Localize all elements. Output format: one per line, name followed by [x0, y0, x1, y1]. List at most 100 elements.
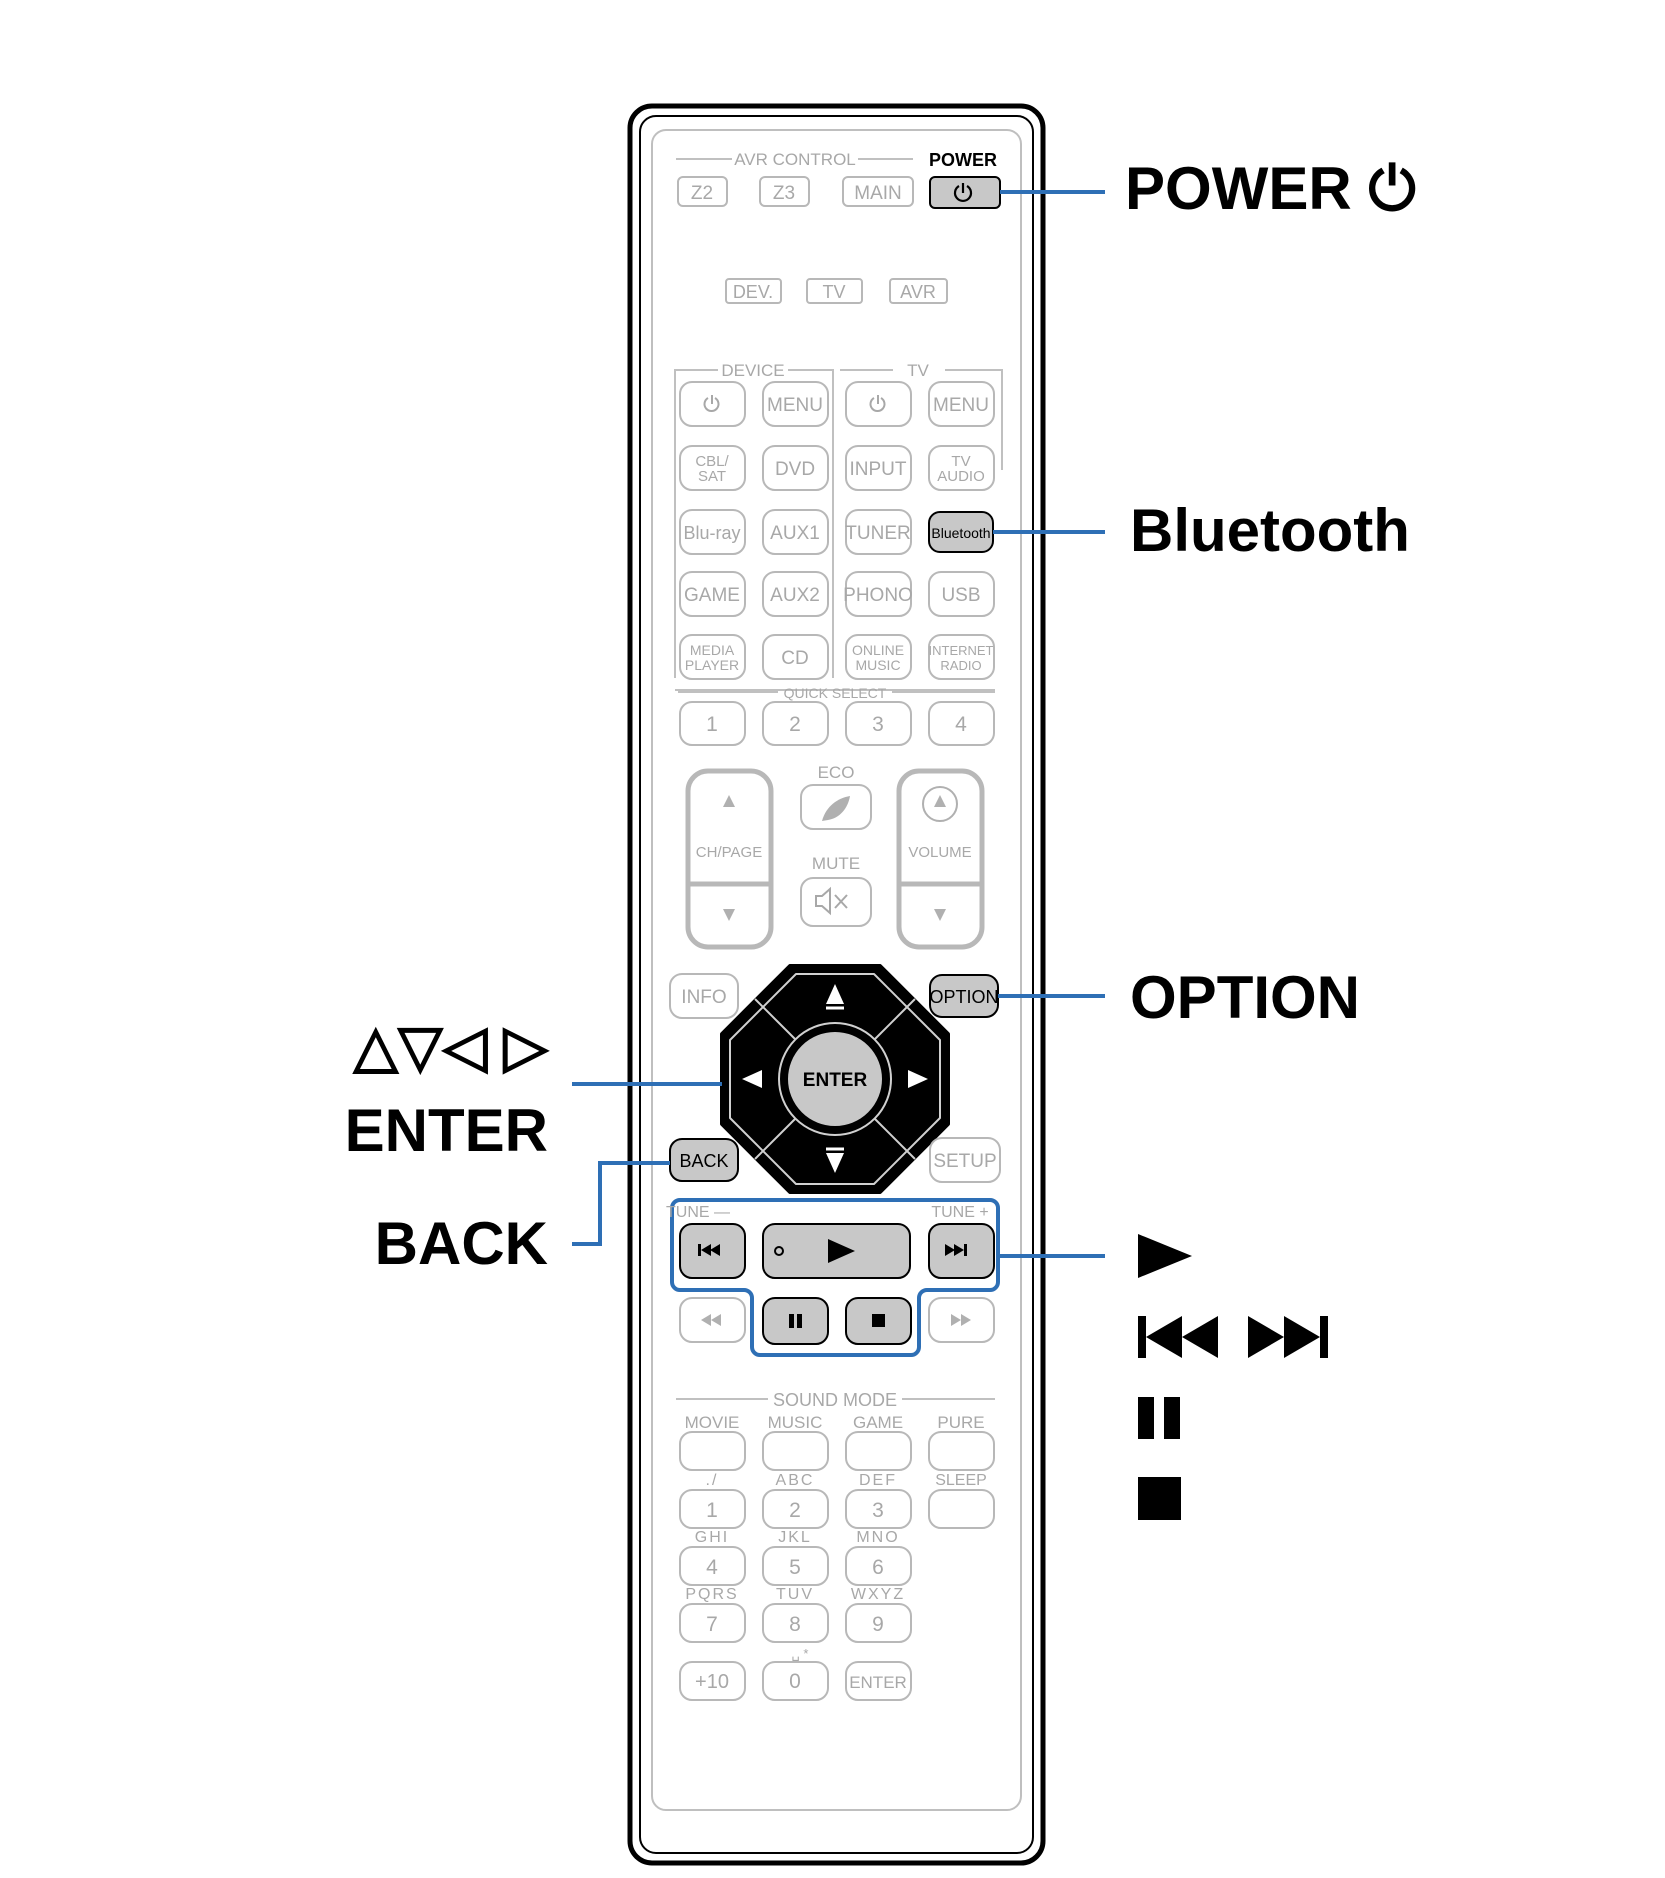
- mute-icon: [815, 886, 848, 916]
- game-button[interactable]: GAME: [679, 571, 746, 617]
- quick-select-1-button[interactable]: 1: [679, 701, 746, 746]
- callout-stop-icon: [1138, 1477, 1181, 1520]
- aux1-button[interactable]: AUX1: [762, 509, 829, 555]
- tv-section-label: TV: [907, 361, 929, 380]
- keypad-1-button[interactable]: ./1: [679, 1472, 746, 1529]
- aux2-label: AUX2: [770, 585, 820, 606]
- zero-button[interactable]: 0: [762, 1661, 829, 1701]
- power-button[interactable]: [929, 176, 1001, 209]
- music-button[interactable]: [762, 1431, 829, 1471]
- keypad-letters: GHI: [695, 1529, 729, 1546]
- input-button[interactable]: INPUT: [845, 445, 912, 491]
- main-button[interactable]: MAIN: [842, 176, 914, 207]
- callout-arrows: △▽◁ ▷: [351, 1014, 550, 1079]
- internet-radio-label-2: RADIO: [940, 658, 981, 673]
- usb-label: USB: [941, 585, 980, 606]
- music-label: MUSIC: [768, 1413, 823, 1432]
- movie-button[interactable]: [679, 1431, 746, 1471]
- rewind-button[interactable]: [679, 1297, 746, 1343]
- dvd-button[interactable]: DVD: [762, 445, 829, 491]
- dpad-right-icon[interactable]: [908, 1070, 928, 1088]
- keypad-digit: 7: [706, 1613, 718, 1636]
- avr-button[interactable]: AVR: [889, 278, 948, 304]
- eco-label: ECO: [818, 763, 855, 782]
- back-button[interactable]: BACK: [669, 1138, 739, 1182]
- usb-button[interactable]: USB: [928, 571, 995, 617]
- tv-audio-label-1: TV: [951, 453, 970, 470]
- dev-label: DEV.: [733, 282, 773, 302]
- leaf-icon: [822, 796, 850, 821]
- stop-button[interactable]: [845, 1297, 912, 1345]
- dpad-down-icon[interactable]: [826, 1153, 844, 1173]
- device-menu-button[interactable]: MENU: [762, 381, 829, 427]
- bluetooth-button[interactable]: Bluetooth: [928, 511, 994, 553]
- phono-button[interactable]: PHONO: [843, 571, 913, 617]
- volume-label: VOLUME: [908, 844, 971, 861]
- z3-button[interactable]: Z3: [759, 176, 810, 207]
- tv-menu-button[interactable]: MENU: [928, 381, 995, 427]
- qs2-label: 2: [789, 713, 801, 736]
- ch-up-icon: [723, 795, 735, 807]
- zero-label: 0: [789, 1670, 801, 1693]
- keypad-letters: TUV: [776, 1586, 814, 1603]
- tuner-button[interactable]: TUNER: [845, 509, 912, 555]
- aux2-button[interactable]: AUX2: [762, 571, 829, 617]
- tv-audio-button[interactable]: TV AUDIO: [928, 445, 995, 491]
- skip-back-button[interactable]: [679, 1223, 746, 1279]
- keypad-letters: ABC: [776, 1472, 815, 1489]
- fast-forward-button[interactable]: [928, 1297, 995, 1343]
- tv-label: TV: [822, 282, 845, 302]
- tv-power-button[interactable]: [845, 381, 912, 427]
- tv-button[interactable]: TV: [806, 278, 863, 304]
- sleep-button[interactable]: [928, 1489, 995, 1529]
- quick-select-4-button[interactable]: 4: [928, 701, 995, 746]
- enter-button[interactable]: ENTER: [786, 1030, 884, 1128]
- cbl-sat-button[interactable]: CBL/ SAT: [679, 445, 746, 491]
- online-music-button[interactable]: ONLINE MUSIC: [845, 634, 912, 680]
- play-button[interactable]: [762, 1223, 911, 1279]
- cd-button[interactable]: CD: [762, 634, 829, 680]
- pure-button[interactable]: [928, 1431, 995, 1471]
- info-button[interactable]: INFO: [669, 973, 739, 1019]
- aux1-label: AUX1: [770, 523, 820, 544]
- keypad-enter-button[interactable]: ENTER: [845, 1661, 912, 1701]
- device-power-icon: [703, 395, 720, 412]
- volume-rocker[interactable]: VOLUME: [896, 768, 985, 950]
- device-label: DEVICE: [721, 361, 784, 380]
- device-power-button[interactable]: [679, 381, 746, 427]
- ch-page-rocker[interactable]: CH/PAGE: [685, 768, 774, 950]
- pause-button[interactable]: [762, 1297, 829, 1345]
- zero-letters: ␣ *: [792, 1646, 809, 1661]
- game-mode-button[interactable]: [845, 1431, 912, 1471]
- mute-button[interactable]: [800, 877, 872, 927]
- eco-button[interactable]: [800, 784, 872, 830]
- online-music-label-2: MUSIC: [855, 657, 900, 673]
- bluetooth-button-label: Bluetooth: [931, 525, 990, 541]
- option-button[interactable]: OPTION: [929, 974, 999, 1018]
- dpad-up-icon[interactable]: [826, 984, 844, 1004]
- quick-select-2-button[interactable]: 2: [762, 701, 829, 746]
- dpad-left-icon[interactable]: [742, 1070, 762, 1088]
- keypad-letters: MNO: [856, 1529, 899, 1546]
- plus10-button[interactable]: +10: [679, 1661, 746, 1701]
- skip-forward-button[interactable]: [928, 1223, 995, 1279]
- enter-button-label: ENTER: [803, 1070, 868, 1091]
- setup-button[interactable]: SETUP: [929, 1137, 1001, 1183]
- dev-button[interactable]: DEV.: [725, 278, 782, 304]
- internet-radio-button[interactable]: INTERNET RADIO: [928, 634, 995, 680]
- media-player-button[interactable]: MEDIA PLAYER: [679, 634, 746, 680]
- quick-select-3-button[interactable]: 3: [845, 701, 912, 746]
- cd-label: CD: [781, 648, 808, 669]
- callout-play-icon: [1138, 1234, 1192, 1278]
- bluray-button[interactable]: Blu-ray: [679, 509, 746, 555]
- z2-button[interactable]: Z2: [677, 176, 728, 207]
